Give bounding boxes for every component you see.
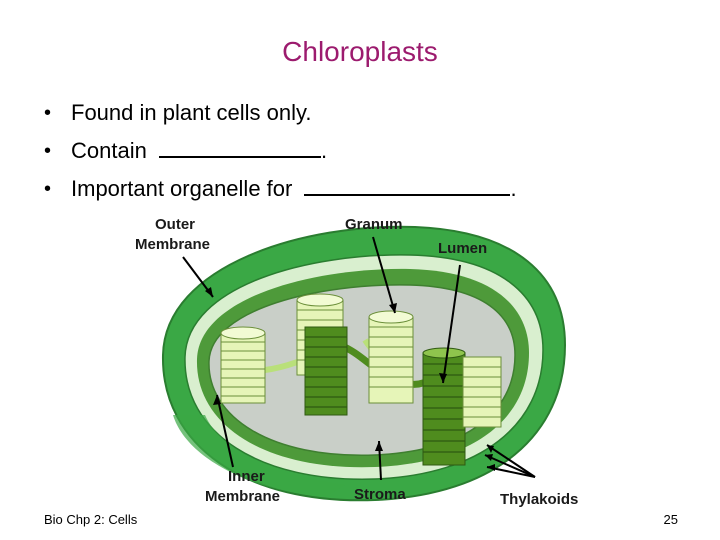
pointer-granum — [372, 236, 396, 314]
footer-course-label: Bio Chp 2: Cells — [44, 512, 138, 527]
bullet-suffix: . — [510, 176, 517, 201]
arrowhead — [439, 373, 447, 383]
slide-title: Chloroplasts — [282, 36, 438, 67]
granum-stack-dark-center — [304, 326, 348, 416]
pointer-thylakoid-3 — [486, 444, 536, 478]
pointer-lumen — [442, 264, 461, 384]
label-granum: Granum — [345, 216, 403, 233]
cutaway-face — [173, 415, 345, 497]
bullet-item-1: • Found in plant cells only. — [44, 94, 517, 132]
label-lumen: Lumen — [438, 240, 487, 257]
label-stroma: Stroma — [354, 486, 406, 503]
bullet-text: Important organelle for — [71, 176, 293, 201]
bullet-suffix: . — [320, 138, 328, 163]
bullet-dot: • — [44, 140, 52, 162]
label-inner-membrane-line2: Membrane — [205, 488, 280, 505]
label-thylakoids: Thylakoids — [500, 491, 578, 508]
fill-in-blank — [158, 155, 321, 158]
arrowhead — [375, 441, 383, 451]
bullet-dot: • — [44, 102, 52, 124]
label-outer-membrane-line1: Outer — [155, 216, 195, 233]
bullet-list: • Found in plant cells only. • Contain .… — [44, 94, 517, 208]
bullet-item-2: • Contain . — [44, 132, 517, 170]
arrowhead — [389, 303, 397, 313]
chloroplast-diagram: Outer Membrane Granum Lumen Inner Membra… — [135, 216, 578, 508]
granum-stack-right — [368, 310, 414, 404]
bullet-item-3: • Important organelle for . — [44, 170, 517, 208]
arrowhead — [487, 445, 494, 453]
arrowhead — [205, 287, 213, 297]
pointer-thylakoid-1 — [484, 454, 536, 478]
bullet-text: Found in plant cells only. — [71, 100, 312, 125]
pointer-inner-membrane — [216, 394, 234, 468]
bullet-dot: • — [44, 178, 52, 200]
bullet-text: Contain — [71, 138, 147, 163]
arrowhead — [487, 464, 495, 471]
granum-stack-far-right — [462, 356, 502, 428]
granum-stack-left — [220, 326, 266, 404]
fill-in-blank — [304, 193, 511, 196]
slide-number: 25 — [663, 512, 678, 527]
arrowhead — [485, 454, 493, 461]
granum-stack-dark-right — [422, 347, 466, 466]
label-inner-membrane-line1: Inner — [228, 468, 265, 485]
label-outer-membrane-line2: Membrane — [135, 236, 210, 253]
arrowhead — [213, 395, 221, 405]
